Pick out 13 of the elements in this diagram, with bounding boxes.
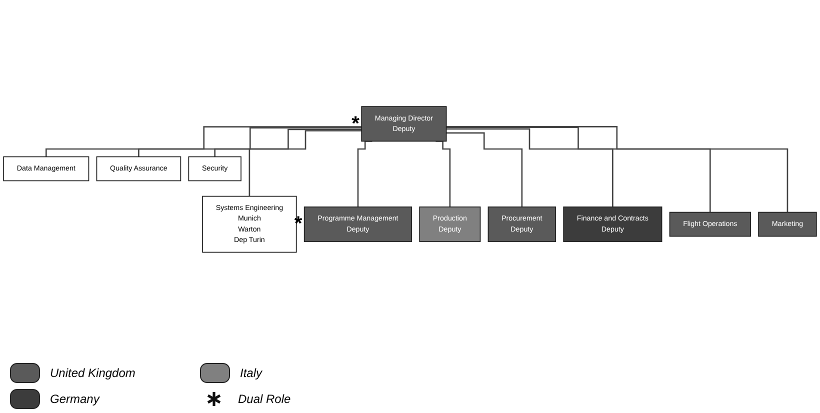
connector [446, 126, 788, 214]
legend-label: Germany [50, 392, 100, 406]
connector [446, 132, 523, 208]
connector [138, 127, 362, 158]
connector [214, 128, 362, 158]
connector [46, 126, 362, 158]
legend-label: Dual Role [238, 392, 291, 406]
dual-role-mark: * [352, 114, 360, 134]
connector [446, 126, 711, 214]
legend-label: Italy [240, 366, 262, 380]
connector [446, 128, 614, 208]
connector [248, 130, 362, 198]
legend-label: United Kingdom [50, 366, 136, 380]
